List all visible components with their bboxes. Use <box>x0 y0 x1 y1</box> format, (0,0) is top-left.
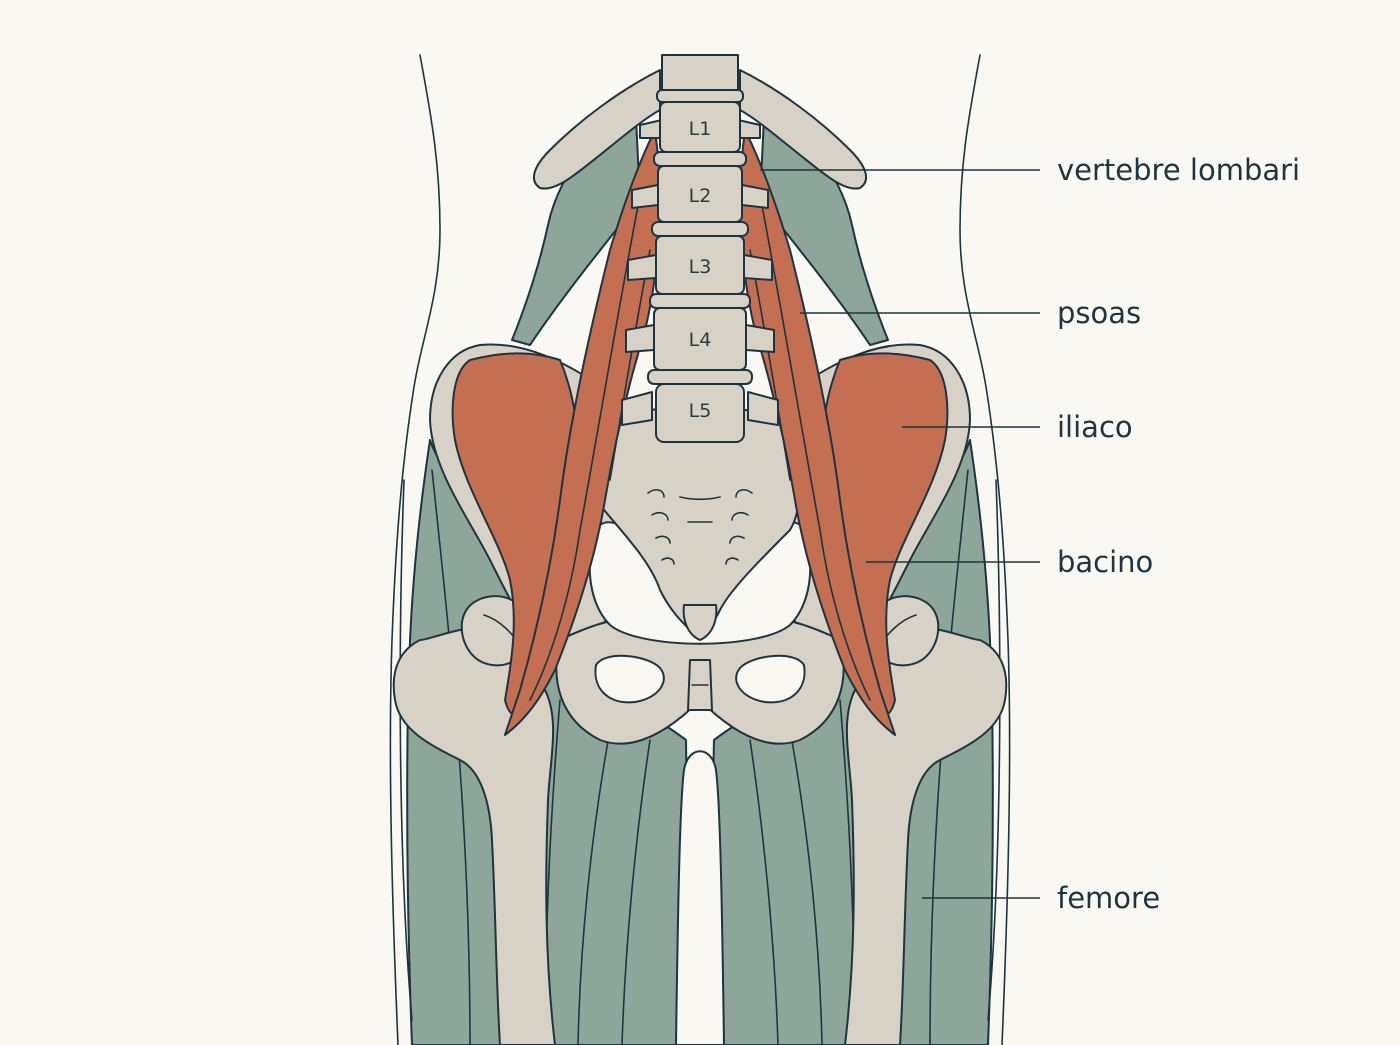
inner-thigh-gap <box>675 750 725 1045</box>
label-lumbar-vertebrae: vertebre lombari <box>1057 153 1300 187</box>
vertebra-label-l2: L2 <box>689 185 712 207</box>
sacrum <box>597 406 800 641</box>
vertebra-label-l4: L4 <box>689 329 712 351</box>
label-femur: femore <box>1057 881 1160 915</box>
callouts: vertebre lombari psoas iliaco bacino fem… <box>760 153 1300 915</box>
lumbar-spine <box>532 54 868 443</box>
psoas-muscles <box>504 129 896 736</box>
vertebra-label-l5: L5 <box>689 400 712 422</box>
vertebra-label-l3: L3 <box>689 256 712 278</box>
label-pelvis: bacino <box>1057 545 1153 579</box>
body-outline <box>389 54 1011 1045</box>
vertebra-labels: L1 L2 L3 L4 L5 <box>689 118 712 422</box>
label-iliac: iliaco <box>1057 410 1133 444</box>
label-psoas: psoas <box>1057 296 1141 330</box>
vertebra-label-l1: L1 <box>689 118 712 140</box>
